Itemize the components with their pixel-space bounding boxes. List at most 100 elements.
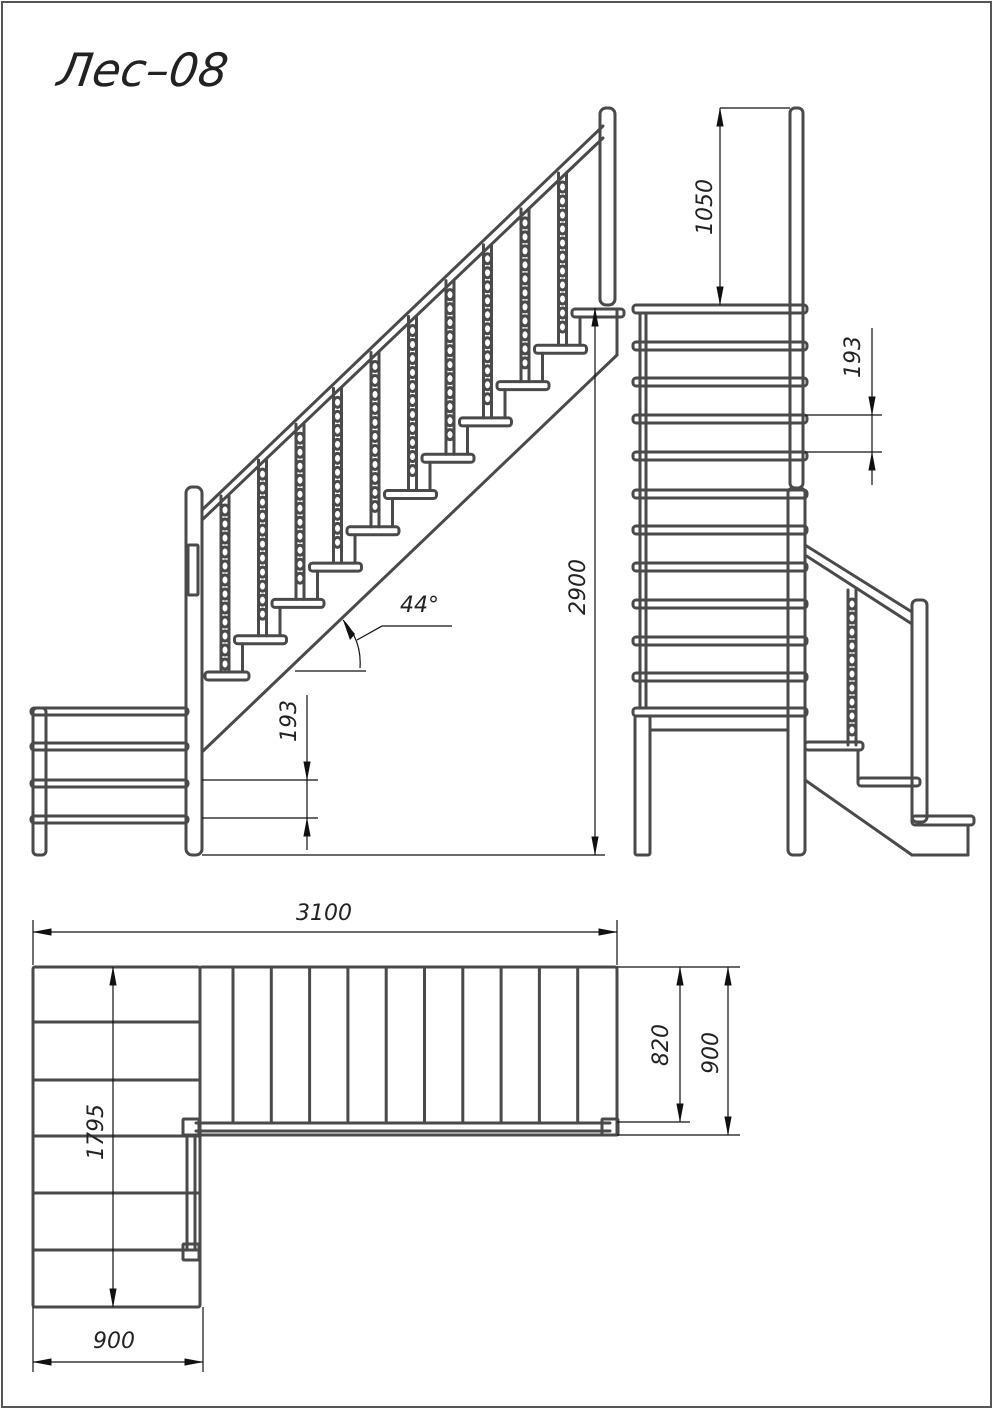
baluster-bead <box>557 236 568 250</box>
newel-post-bottom <box>184 485 204 857</box>
baluster-bead <box>369 359 381 373</box>
baluster-bead <box>846 695 858 709</box>
baluster-bead <box>519 272 531 286</box>
baluster-bead <box>332 465 343 479</box>
baluster-bead <box>294 501 306 515</box>
baluster-bead <box>219 531 231 545</box>
drawing-title: Лес–08 <box>52 43 231 97</box>
arrow-icon <box>598 928 616 936</box>
angle-leader <box>356 625 452 641</box>
baluster <box>846 588 858 747</box>
baluster-bead <box>846 709 858 723</box>
baluster-bead <box>219 559 231 573</box>
tread <box>270 597 326 609</box>
baluster <box>444 279 456 456</box>
arrow-icon <box>184 1358 202 1366</box>
baluster <box>519 207 531 384</box>
baluster-bead <box>482 392 493 406</box>
baluster-bead <box>519 328 531 342</box>
baluster-bead <box>519 230 531 244</box>
baluster-bead <box>332 507 343 521</box>
baluster-bead <box>219 615 231 629</box>
baluster-bead <box>407 408 418 422</box>
baluster-bead <box>482 378 493 392</box>
small-stringer <box>803 778 914 857</box>
baluster-bead <box>369 387 381 401</box>
tread <box>533 343 588 355</box>
tread <box>495 380 551 392</box>
baluster-bead <box>482 350 493 364</box>
baluster-bead <box>482 364 493 378</box>
height-label: 2900 <box>566 559 591 615</box>
baluster-bead <box>444 372 456 386</box>
baluster-bead <box>219 573 231 587</box>
baluster-bead <box>257 579 268 593</box>
baluster-bead <box>407 324 418 338</box>
baluster-bead <box>257 467 268 481</box>
baluster-bead <box>407 422 418 436</box>
arrow-icon <box>109 1288 117 1306</box>
baluster-bead <box>257 509 268 523</box>
arrow-icon <box>868 396 876 414</box>
baluster-bead <box>846 681 858 695</box>
baluster-bead <box>482 252 493 266</box>
arrow-icon <box>724 968 732 986</box>
side-riser-label: 193 <box>277 700 302 742</box>
baluster-bead <box>407 380 418 394</box>
baluster-bead <box>369 443 381 457</box>
landing-rail <box>29 778 190 789</box>
baluster-bead <box>257 537 268 551</box>
baluster-bead <box>369 373 381 387</box>
tread <box>420 452 476 464</box>
baluster-bead <box>332 395 343 409</box>
front-rail-board <box>631 376 809 388</box>
front-rail-board <box>631 413 809 425</box>
dimensions <box>32 107 882 1372</box>
front-rail-board <box>631 635 809 647</box>
baluster-bead <box>444 400 456 414</box>
small-handrail <box>803 543 914 614</box>
baluster-bead <box>257 593 268 607</box>
baluster-bead <box>846 667 858 681</box>
baluster-bead <box>482 294 493 308</box>
arrow-icon <box>716 109 724 127</box>
plan-post <box>600 1117 620 1137</box>
baluster-bead <box>219 503 231 517</box>
baluster-bead <box>332 521 343 535</box>
front-rail-board <box>631 524 809 536</box>
baluster-bead <box>557 222 568 236</box>
baluster-bead <box>369 457 381 471</box>
baluster-bead <box>519 258 531 272</box>
baluster-bead <box>519 216 531 230</box>
angle-arc <box>342 619 361 669</box>
baluster-bead <box>219 657 231 671</box>
baluster-bead <box>257 523 268 537</box>
baluster <box>332 386 343 565</box>
front-rail-board <box>631 561 809 573</box>
baluster-bead <box>332 423 343 437</box>
front-view <box>631 106 976 857</box>
baluster-bead <box>482 322 493 336</box>
baluster-bead <box>557 180 568 194</box>
baluster-bead <box>444 316 456 330</box>
tread <box>233 634 288 646</box>
small-tread <box>910 814 976 827</box>
tread <box>383 489 438 500</box>
baluster <box>219 494 231 674</box>
baluster <box>369 350 381 529</box>
tread <box>570 307 626 319</box>
baluster-bead <box>294 529 306 543</box>
baluster-bead <box>294 487 306 501</box>
front-rail-post <box>788 106 805 490</box>
arrow-icon <box>34 1358 52 1366</box>
baluster-bead <box>557 292 568 306</box>
baluster-bead <box>846 625 858 639</box>
baluster-bead <box>369 471 381 485</box>
baluster-bead <box>294 515 306 529</box>
stringer <box>200 353 619 754</box>
plan-post <box>181 1117 201 1137</box>
baluster-bead <box>482 336 493 350</box>
baluster-bead <box>219 587 231 601</box>
small-tread <box>856 776 922 788</box>
